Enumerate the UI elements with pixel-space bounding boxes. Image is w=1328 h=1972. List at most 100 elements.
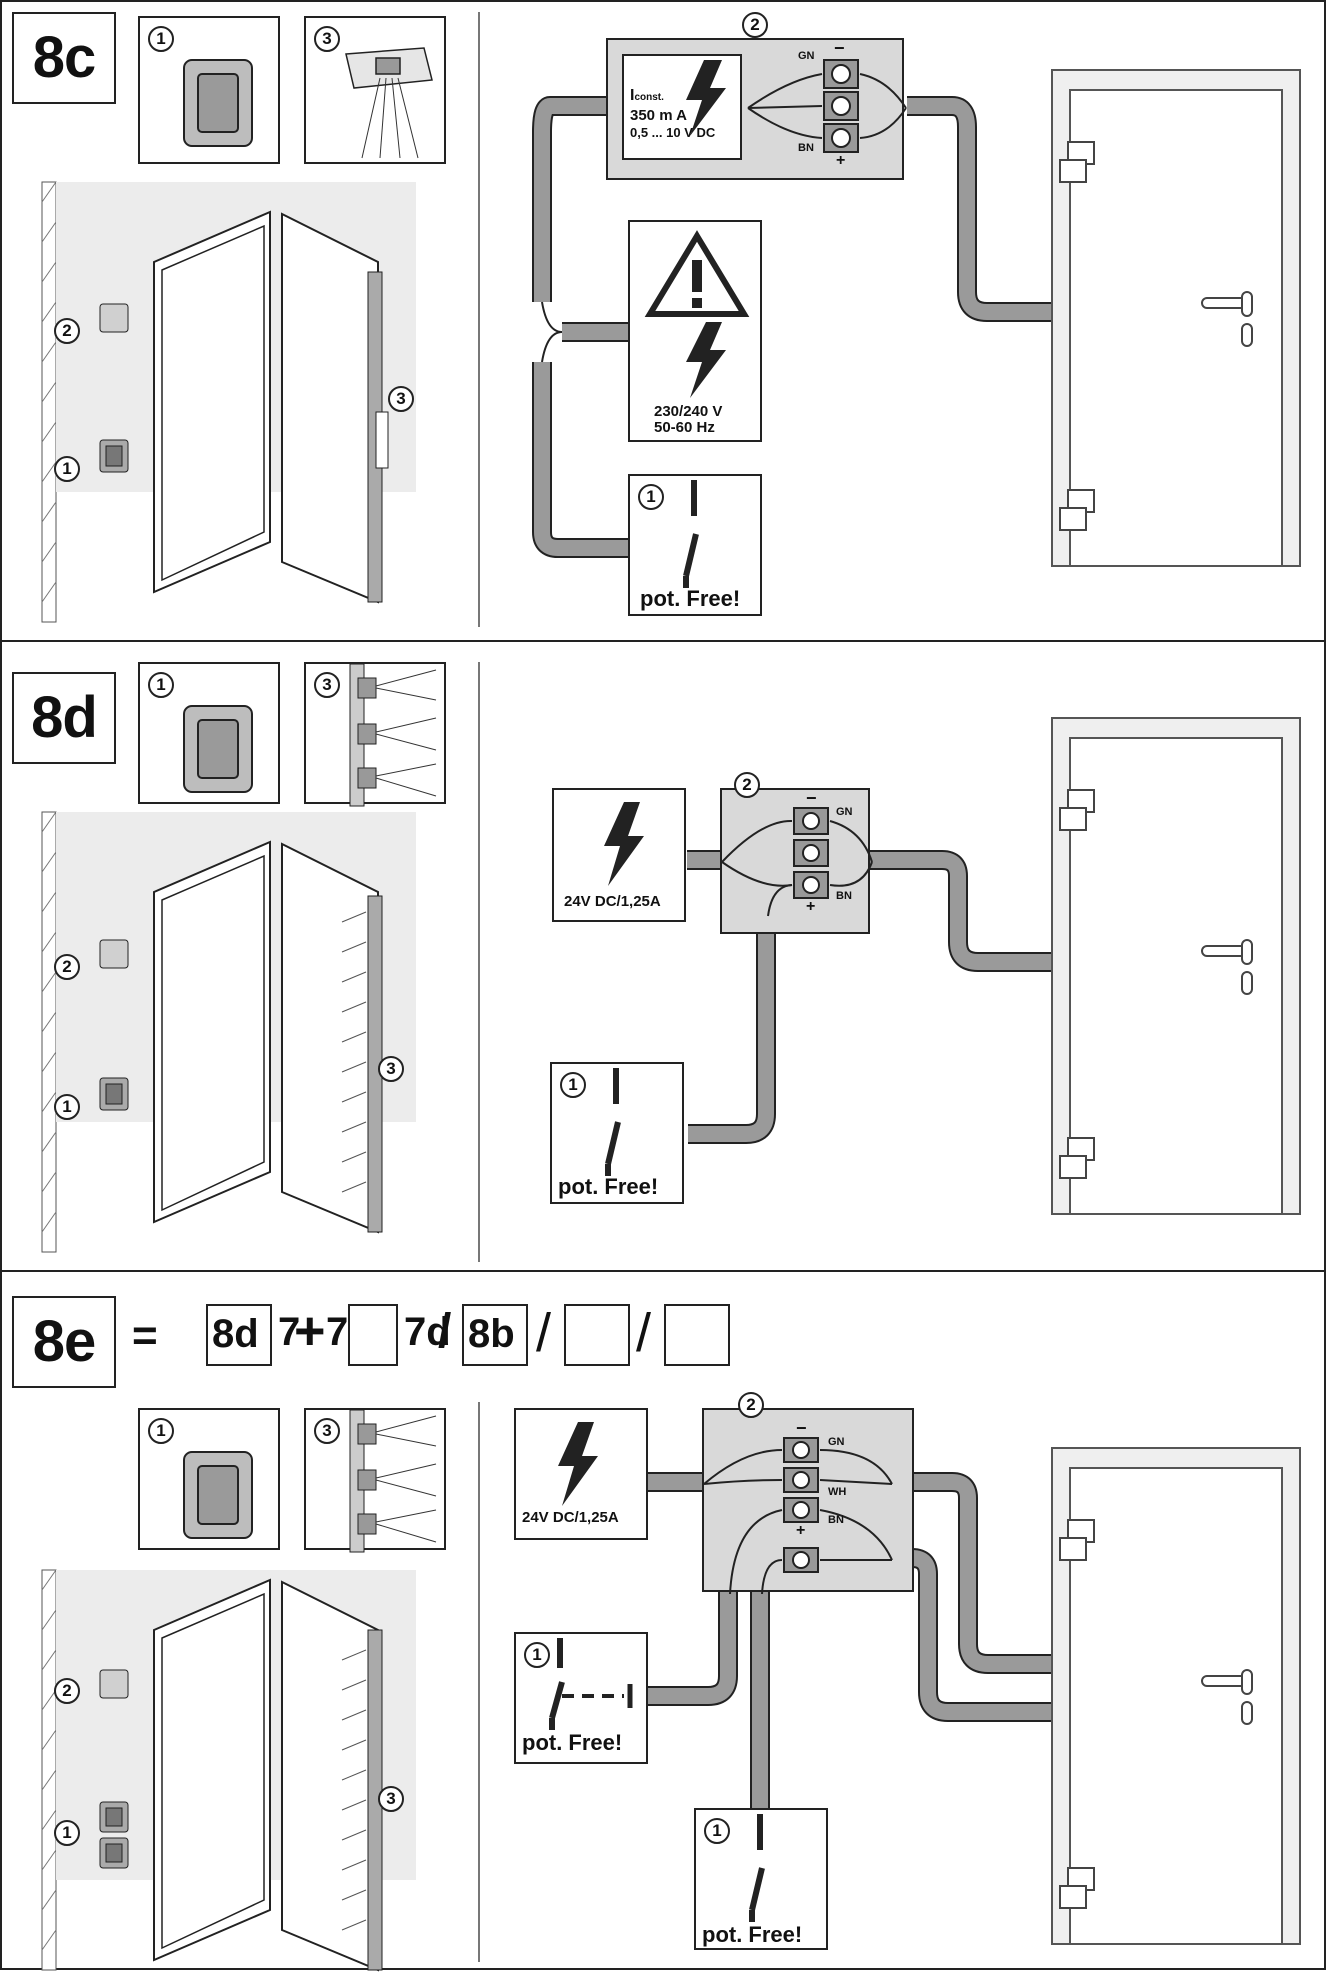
formula-slash: / — [536, 1303, 552, 1363]
bn-label: BN — [798, 142, 814, 154]
mains-frequency: 50-60 Hz — [654, 419, 715, 436]
potential-free-switch-box: 1 pot. Free! — [550, 1062, 684, 1204]
formula-slash: / — [636, 1303, 652, 1363]
led-driver-box: GN BN − + — [720, 788, 873, 934]
marker-1: 1 — [148, 1418, 174, 1444]
gn-label: GN — [798, 50, 815, 62]
formula-7: 7 — [278, 1310, 301, 1354]
door-scene-illustration — [41, 181, 416, 623]
marker-3: 3 — [378, 1786, 404, 1812]
formula-7d: 7d — [404, 1310, 451, 1354]
formula-box-7c — [348, 1304, 398, 1366]
wiring-cables — [647, 1472, 1052, 1808]
inset-switch: 1 — [138, 662, 280, 804]
current-symbol: I — [630, 87, 635, 104]
door-scene-illustration — [41, 811, 416, 1253]
switch-contact-icon — [683, 480, 699, 588]
divider — [478, 662, 480, 1262]
door-illustration — [1051, 69, 1301, 567]
plus-sign: + — [806, 898, 816, 915]
lightning-icon — [558, 1422, 598, 1506]
door-scene-illustration — [41, 1569, 416, 1972]
side-sensor-icon — [349, 663, 437, 807]
inset-ceiling-sensor: 3 — [304, 16, 446, 164]
marker-2: 2 — [742, 12, 768, 38]
formula-slash: / — [438, 1305, 452, 1358]
panel-8e: 8e = 8d 7 + 7c 7d / 8b / / 1 3 — [0, 1270, 1326, 1972]
led-driver-box: Iconst. 350 m A 0,5 ... 10 V DC GN BN − … — [606, 38, 907, 180]
led-driver-box: GN WH BN − + — [702, 1408, 914, 1595]
switch-contact-icon — [605, 1068, 621, 1176]
marker-1: 1 — [54, 1094, 80, 1120]
plus-sign: + — [836, 152, 846, 169]
formula-empty-box — [564, 1304, 630, 1366]
wiring-cables — [532, 96, 1052, 558]
formula-8b: 8b — [468, 1312, 515, 1356]
dual-switch-contact-icon — [549, 1638, 633, 1730]
gn-label: GN — [828, 1436, 845, 1448]
marker-1: 1 — [560, 1072, 586, 1098]
wh-label: WH — [828, 1486, 847, 1498]
current-value: 350 m A — [630, 107, 687, 124]
panel-8c: 8c 1 3 — [0, 0, 1326, 642]
door-illustration — [1051, 1447, 1301, 1945]
ceiling-sensor-icon — [345, 47, 433, 159]
panel-tag: 8c — [12, 12, 116, 104]
door-illustration — [1051, 717, 1301, 1215]
psu-rating: 24V DC/1,25A — [564, 893, 661, 910]
marker-1: 1 — [148, 672, 174, 698]
inset-side-sensor: 3 — [304, 1408, 446, 1553]
marker-1: 1 — [54, 456, 80, 482]
potential-free-switch-box: 1 pot. Free! — [694, 1808, 828, 1950]
marker-3: 3 — [314, 1418, 340, 1444]
marker-2: 2 — [54, 318, 80, 344]
driver-spec-box: Iconst. 350 m A 0,5 ... 10 V DC — [622, 54, 742, 160]
marker-1: 1 — [704, 1818, 730, 1844]
mains-voltage: 230/240 V — [654, 403, 723, 420]
marker-2: 2 — [738, 1392, 764, 1418]
pot-free-label: pot. Free! — [558, 1174, 659, 1199]
inset-switch: 1 — [138, 1408, 280, 1550]
marker-3: 3 — [314, 672, 340, 698]
wall-switch-icon — [183, 59, 253, 147]
bn-label: BN — [828, 1514, 844, 1526]
power-supply-box: 24V DC/1,25A — [552, 788, 686, 922]
panel-8d: 8d 1 3 2 1 3 — [0, 640, 1326, 1272]
switch-contact-icon — [749, 1814, 765, 1922]
formula-plus: + — [294, 1301, 326, 1361]
marker-1: 1 — [524, 1642, 550, 1668]
formula-box-8d: 8d — [206, 1304, 272, 1366]
divider — [478, 12, 480, 627]
wall-switch-icon — [183, 705, 253, 793]
potential-free-switch-box: 1 pot. Free! — [628, 474, 762, 616]
panel-tag: 8e — [12, 1296, 116, 1388]
minus-sign: − — [834, 38, 845, 58]
plus-sign: + — [796, 1522, 806, 1539]
inset-switch: 1 — [138, 16, 280, 164]
marker-3: 3 — [378, 1056, 404, 1082]
power-supply-box: 24V DC/1,25A — [514, 1408, 648, 1540]
gn-label: GN — [836, 806, 853, 818]
marker-1: 1 — [638, 484, 664, 510]
inset-side-sensor: 3 — [304, 662, 446, 807]
marker-1: 1 — [148, 26, 174, 52]
pot-free-label: pot. Free! — [702, 1922, 803, 1947]
terminal-block-icon — [721, 807, 873, 917]
terminal-block-icon — [703, 1437, 893, 1595]
bn-label: BN — [836, 890, 852, 902]
divider — [478, 1402, 480, 1962]
minus-sign: − — [796, 1418, 807, 1438]
formula-equals: = — [132, 1311, 158, 1360]
pot-free-label: pot. Free! — [522, 1730, 623, 1755]
marker-1: 1 — [54, 1820, 80, 1846]
panel-tag: 8d — [12, 672, 116, 764]
terminal-block-icon — [747, 59, 907, 153]
formula-box-8b: 8b — [462, 1304, 528, 1366]
lightning-icon — [686, 60, 726, 136]
dual-potential-free-switch-box: 1 pot. Free! — [514, 1632, 648, 1764]
side-sensor-icon — [349, 1409, 437, 1553]
lightning-icon — [604, 802, 644, 886]
wiring-cables — [687, 850, 1052, 1144]
marker-2: 2 — [54, 954, 80, 980]
warning-lightning-icon — [644, 230, 750, 398]
